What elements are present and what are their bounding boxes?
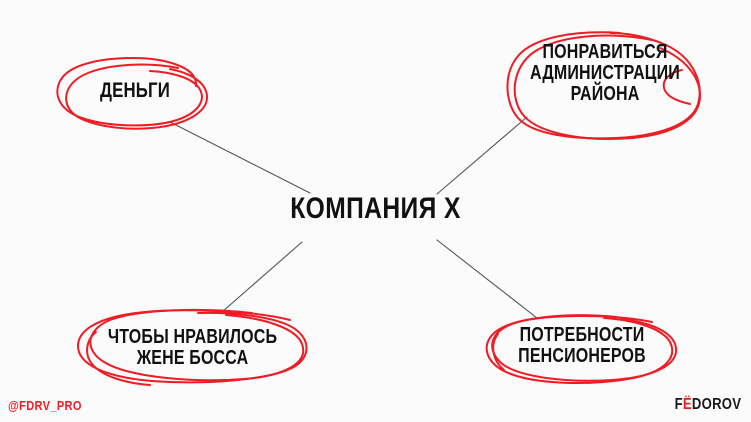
node-pension-line-1: ПОТРЕБНОСТИ bbox=[519, 324, 645, 346]
node-admin-line-1: ПОНРАВИТЬСЯ bbox=[542, 41, 668, 63]
node-admin-label: ПОНРАВИТЬСЯ АДМИНИСТРАЦИИ РАЙОНА bbox=[525, 41, 685, 106]
connector-center-to-pension bbox=[436, 239, 538, 319]
connector-center-to-boss bbox=[221, 241, 303, 313]
node-boss-line-2: ЖЕНЕ БОССА bbox=[136, 347, 249, 370]
brand-suffix: DOROV bbox=[691, 396, 741, 413]
node-money-label: ДЕНЬГИ bbox=[100, 79, 170, 102]
node-boss-line-1: ЧТОБЫ НРАВИЛОСЬ bbox=[107, 326, 278, 348]
brand-logo: FËDOROV bbox=[674, 396, 741, 414]
brand-prefix: F bbox=[674, 396, 683, 413]
node-pension-label: ПОТРЕБНОСТИ ПЕНСИОНЕРОВ bbox=[506, 324, 658, 368]
node-admin-line-2: АДМИНИСТРАЦИИ bbox=[530, 62, 680, 85]
watermark-handle: @FDRV_PRO bbox=[8, 398, 82, 413]
connector-center-to-money bbox=[169, 121, 311, 194]
brand-umlaut-e: Ë bbox=[682, 396, 692, 413]
center-node-label: КОМПАНИЯ X bbox=[290, 192, 461, 225]
connector-center-to-admin bbox=[436, 116, 528, 195]
node-pension-line-2: ПЕНСИОНЕРОВ bbox=[518, 345, 646, 368]
node-boss-label: ЧТОБЫ НРАВИЛОСЬ ЖЕНЕ БОССА bbox=[103, 326, 283, 370]
node-admin-line-3: РАЙОНА bbox=[570, 83, 640, 106]
